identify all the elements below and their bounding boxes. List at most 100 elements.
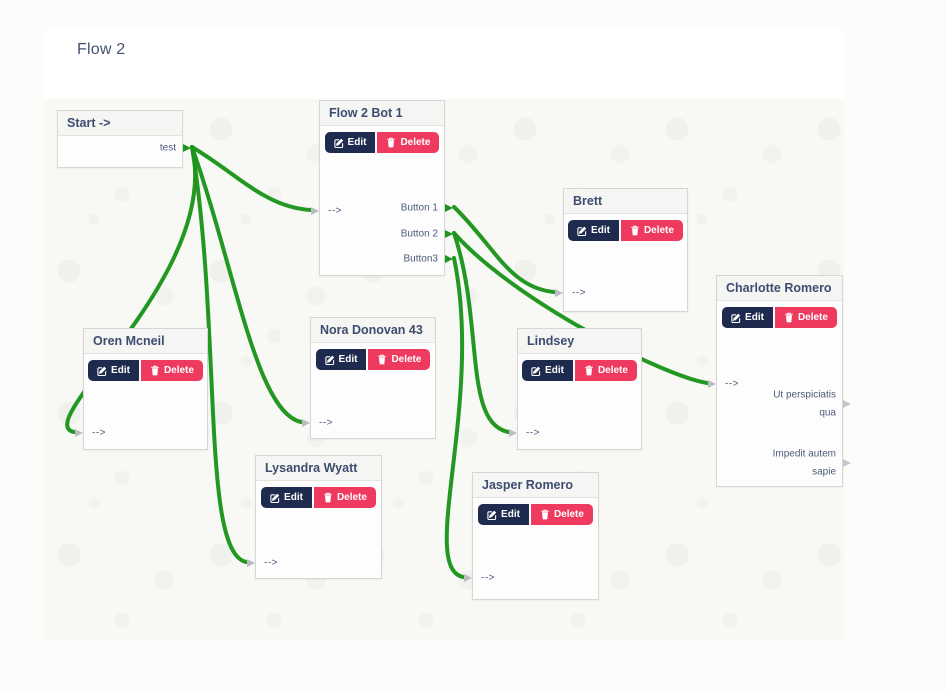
delete-button[interactable]: Delete bbox=[574, 360, 637, 381]
edit-icon bbox=[577, 226, 587, 236]
input-connector[interactable] bbox=[75, 429, 83, 437]
delete-button-label: Delete bbox=[597, 364, 628, 376]
edit-icon bbox=[270, 493, 280, 503]
flow-node-flow2bot1[interactable]: Flow 2 Bot 1 Edit Delete --> Button 1 Button … bbox=[311, 100, 453, 276]
node-actions: Edit Delete bbox=[518, 360, 641, 381]
input-connector[interactable] bbox=[311, 207, 319, 215]
input-port-label: --> bbox=[264, 557, 278, 569]
node-title: Start -> bbox=[58, 111, 182, 136]
edit-button[interactable]: Edit bbox=[568, 220, 619, 241]
delete-button-label: Delete bbox=[797, 311, 828, 323]
input-port-label: --> bbox=[725, 378, 739, 390]
delete-button-label: Delete bbox=[336, 491, 367, 503]
input-connector[interactable] bbox=[464, 574, 472, 582]
node-actions: Edit Delete bbox=[473, 504, 598, 525]
edit-icon bbox=[97, 366, 107, 376]
delete-button[interactable]: Delete bbox=[140, 360, 203, 381]
input-port-label: --> bbox=[572, 287, 586, 299]
output-port-label: Ut perspiciatis qua bbox=[773, 389, 836, 419]
node-title: Flow 2 Bot 1 bbox=[320, 101, 444, 126]
edit-button[interactable]: Edit bbox=[478, 504, 529, 525]
delete-button-label: Delete bbox=[553, 508, 584, 520]
output-port-label: Button 2 bbox=[400, 228, 438, 240]
delete-button[interactable]: Delete bbox=[377, 132, 440, 153]
output-port-label: Button 1 bbox=[400, 202, 438, 214]
trash-icon bbox=[541, 509, 549, 520]
node-title: Charlotte Romero bbox=[717, 276, 842, 301]
trash-icon bbox=[387, 137, 396, 148]
input-connector[interactable] bbox=[708, 380, 716, 388]
edit-button-label: Edit bbox=[111, 364, 130, 376]
node-title: Jasper Romero bbox=[473, 473, 598, 498]
trash-icon bbox=[785, 312, 793, 323]
output-port-label: Impedit autem sapie bbox=[772, 448, 836, 478]
input-port-label: --> bbox=[481, 572, 495, 584]
trash-icon bbox=[151, 365, 159, 376]
node-title: Brett bbox=[564, 189, 687, 214]
trash-icon bbox=[378, 354, 387, 365]
node-title: Nora Donovan 43 bbox=[311, 318, 435, 343]
input-connector[interactable] bbox=[555, 289, 563, 297]
page-title: Flow 2 bbox=[77, 41, 126, 58]
edit-button[interactable]: Edit bbox=[722, 307, 773, 328]
edit-button-label: Edit bbox=[545, 364, 564, 376]
node-actions: Edit Delete bbox=[320, 132, 444, 153]
trash-icon bbox=[585, 365, 593, 376]
page-header: Flow 2 bbox=[44, 28, 844, 99]
output-connector[interactable] bbox=[843, 400, 851, 408]
edit-button-label: Edit bbox=[338, 353, 358, 365]
node-actions: Edit Delete bbox=[564, 220, 687, 241]
output-port-label: test bbox=[159, 142, 176, 154]
input-connector[interactable] bbox=[247, 559, 255, 567]
edit-button[interactable]: Edit bbox=[522, 360, 573, 381]
input-port-label: --> bbox=[526, 427, 540, 439]
output-connector[interactable] bbox=[445, 255, 453, 263]
node-actions: Edit Delete bbox=[256, 487, 381, 508]
delete-button[interactable]: Delete bbox=[774, 307, 837, 328]
node-title: Lysandra Wyatt bbox=[256, 456, 381, 481]
edit-button[interactable]: Edit bbox=[88, 360, 139, 381]
edit-button[interactable]: Edit bbox=[315, 349, 367, 370]
input-port-label: --> bbox=[319, 417, 333, 429]
output-connector[interactable] bbox=[445, 230, 453, 238]
edit-button-label: Edit bbox=[284, 491, 303, 503]
edit-icon bbox=[487, 510, 497, 520]
trash-icon bbox=[324, 492, 332, 503]
edit-icon bbox=[731, 313, 741, 323]
flow-node-start[interactable]: Start -> test bbox=[57, 110, 191, 168]
delete-button[interactable]: Delete bbox=[368, 349, 431, 370]
input-port-label: --> bbox=[328, 205, 342, 217]
node-actions: Edit Delete bbox=[84, 360, 207, 381]
output-connector[interactable] bbox=[445, 204, 453, 212]
output-connector[interactable] bbox=[843, 459, 851, 467]
edit-icon bbox=[531, 366, 541, 376]
edit-button[interactable]: Edit bbox=[261, 487, 312, 508]
edit-icon bbox=[324, 355, 334, 365]
edit-button-label: Edit bbox=[501, 508, 520, 520]
input-connector[interactable] bbox=[302, 419, 310, 427]
node-actions: Edit Delete bbox=[717, 307, 842, 328]
output-connector[interactable] bbox=[183, 144, 191, 152]
edit-button-label: Edit bbox=[347, 136, 367, 148]
edit-button[interactable]: Edit bbox=[324, 132, 376, 153]
delete-button[interactable]: Delete bbox=[530, 504, 593, 525]
delete-button[interactable]: Delete bbox=[620, 220, 683, 241]
edit-icon bbox=[333, 138, 343, 148]
input-connector[interactable] bbox=[509, 429, 517, 437]
delete-button[interactable]: Delete bbox=[313, 487, 376, 508]
node-title: Oren Mcneil bbox=[84, 329, 207, 354]
trash-icon bbox=[631, 225, 639, 236]
flow-node-nora[interactable]: Nora Donovan 43 Edit Delete --> bbox=[302, 317, 436, 439]
edit-button-label: Edit bbox=[745, 311, 764, 323]
output-port-label: Button3 bbox=[403, 253, 438, 265]
delete-button-label: Delete bbox=[400, 136, 431, 148]
delete-button-label: Delete bbox=[643, 224, 674, 236]
delete-button-label: Delete bbox=[391, 353, 422, 365]
edit-button-label: Edit bbox=[591, 224, 610, 236]
